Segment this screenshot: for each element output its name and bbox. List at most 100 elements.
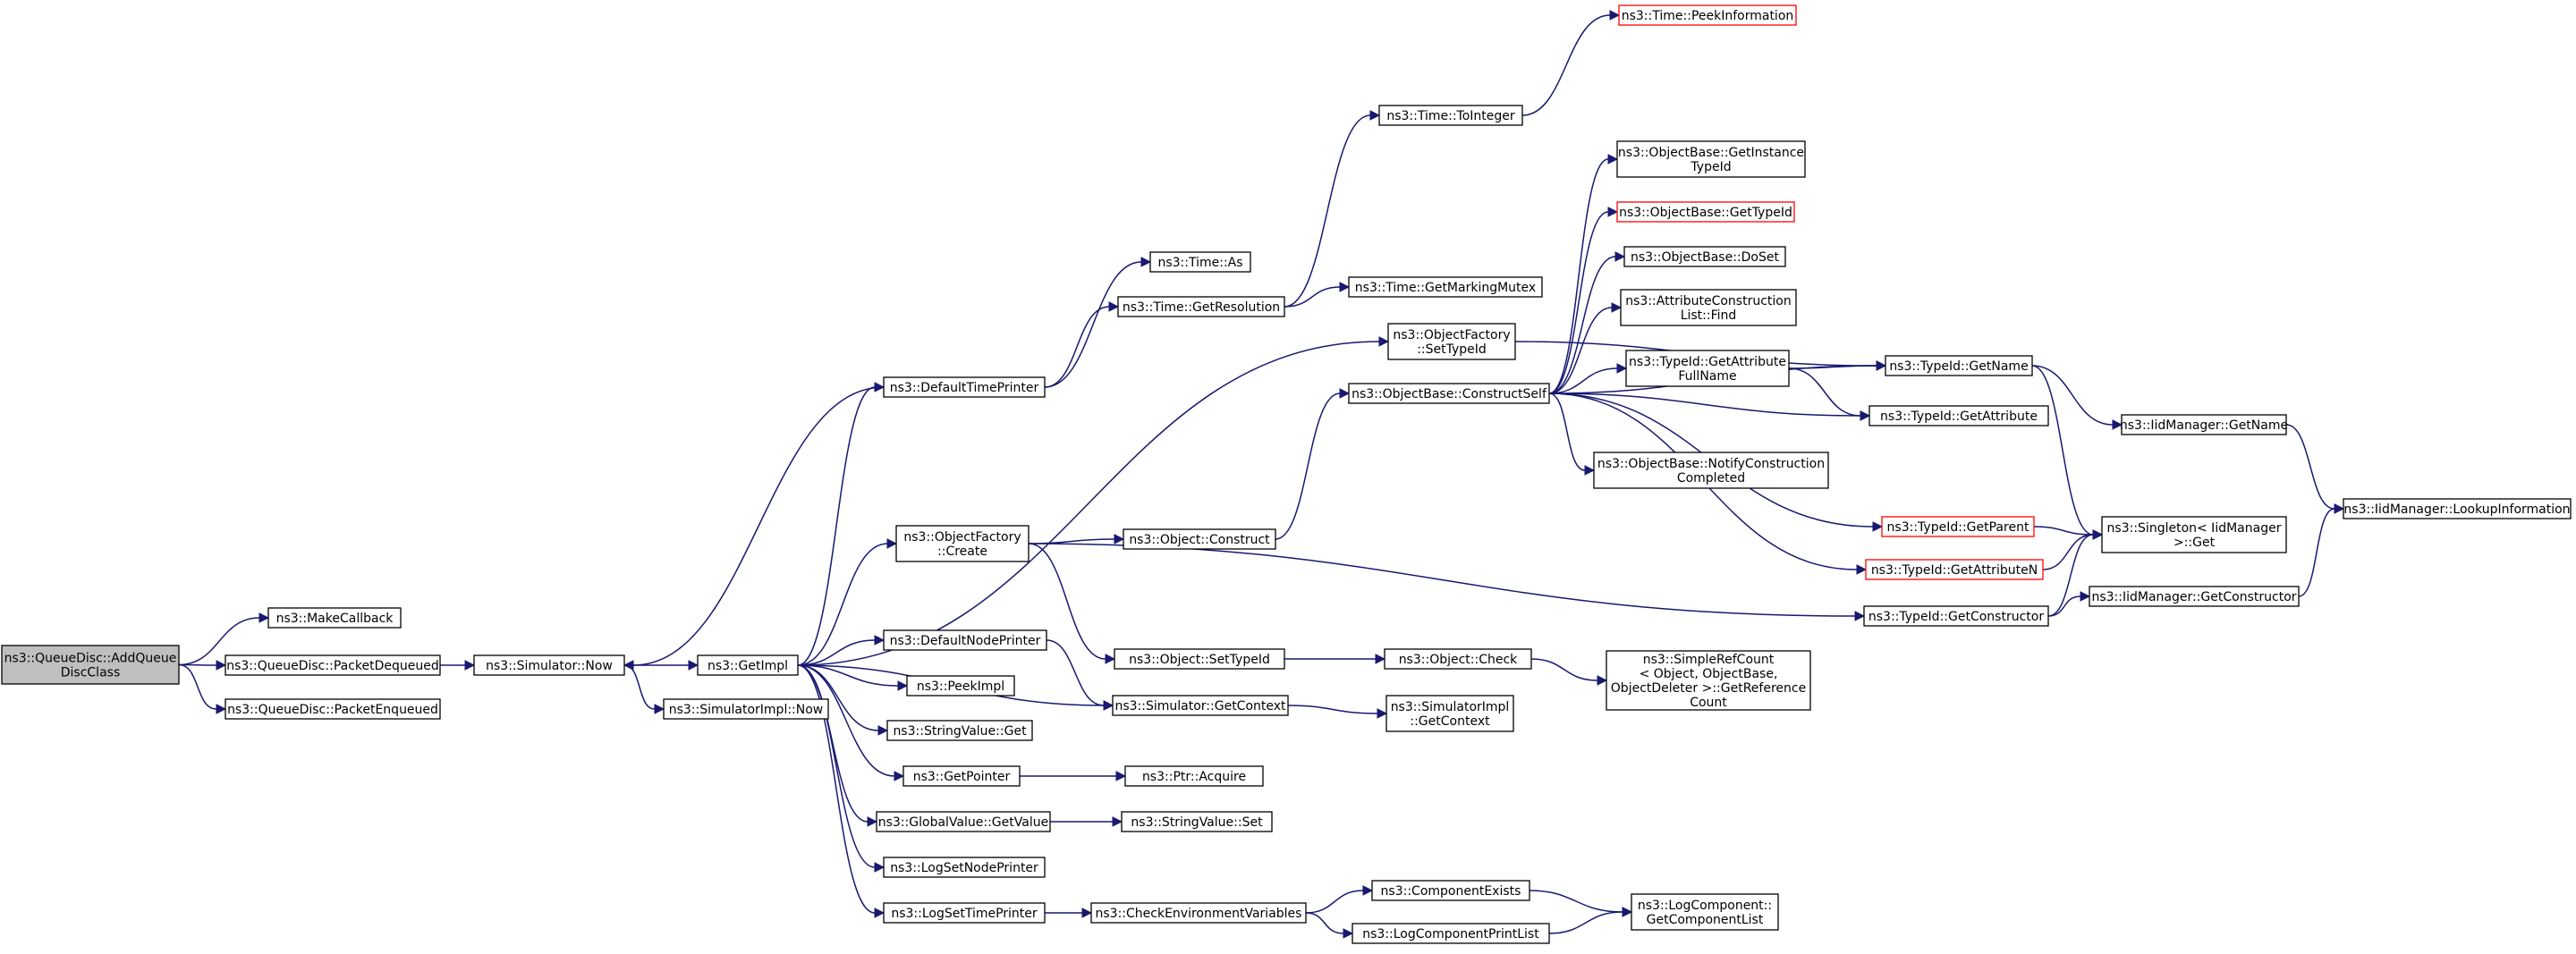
- edge-defaultnodeprinter-to-simgetcontext: [1046, 639, 1114, 711]
- node-notifyconstruction[interactable]: ns3::ObjectBase::NotifyConstructionCompl…: [1593, 452, 1829, 489]
- edge-constructself-to-getattrfullname: [1548, 363, 1628, 394]
- node-label: ns3::Object::SetTypeId: [1129, 653, 1270, 667]
- edge-ofcreate-to-typeidgetconstructor: [1028, 543, 1866, 621]
- node-typeidgetattributen[interactable]: ns3::TypeId::GetAttributeN: [1865, 559, 2044, 580]
- edge-logsettimeprinter-to-checkenv: [1045, 908, 1093, 918]
- node-label: ns3::Time::GetResolution: [1123, 300, 1280, 315]
- node-globalvalueget[interactable]: ns3::GlobalValue::GetValue: [876, 811, 1051, 832]
- node-label: GetComponentList: [1647, 913, 1764, 927]
- node-peekimpl[interactable]: ns3::PeekImpl: [906, 675, 1015, 697]
- node-simgetcontext[interactable]: ns3::Simulator::GetContext: [1112, 695, 1289, 716]
- node-typeidgetparent[interactable]: ns3::TypeId::GetParent: [1881, 516, 2035, 537]
- node-timeas[interactable]: ns3::Time::As: [1149, 251, 1251, 273]
- node-packetdequeued[interactable]: ns3::QueueDisc::PacketDequeued: [225, 654, 441, 676]
- node-label: ns3::Simulator::GetContext: [1114, 699, 1286, 713]
- node-defaultnodeprinter[interactable]: ns3::DefaultNodePrinter: [883, 629, 1047, 651]
- node-label: ns3::ObjectFactory: [903, 530, 1021, 545]
- node-label: ns3::DefaultTimePrinter: [890, 381, 1039, 395]
- node-stringvalueset[interactable]: ns3::StringValue::Set: [1121, 811, 1273, 832]
- node-label: ns3::Time::GetMarkingMutex: [1355, 281, 1536, 295]
- edge-getimpl-to-globalvalueget: [797, 664, 878, 827]
- node-stringvalueget[interactable]: ns3::StringValue::Get: [886, 720, 1033, 741]
- node-checkenv[interactable]: ns3::CheckEnvironmentVariables: [1090, 902, 1307, 924]
- node-label: >::Get: [2174, 536, 2216, 550]
- edge-objectsettypeid-to-objectcheck: [1284, 654, 1386, 664]
- node-label: ns3::AttributeConstruction: [1625, 294, 1791, 308]
- node-label: ns3::TypeId::GetName: [1889, 359, 2028, 374]
- node-componentexists[interactable]: ns3::ComponentExists: [1371, 880, 1530, 901]
- call-edges: [178, 10, 2345, 939]
- node-label: ::SetTypeId: [1417, 342, 1487, 357]
- node-logsetnodeprinter[interactable]: ns3::LogSetNodePrinter: [883, 857, 1046, 878]
- node-label: ns3::TypeId::GetAttribute: [1880, 409, 2038, 424]
- edge-checkenv-to-logcompprintlist: [1305, 912, 1354, 939]
- edge-typeidgetconstructor-to-singletonget: [2047, 529, 2104, 617]
- edge-defaulttimeprinter-to-timeas: [1044, 257, 1152, 388]
- node-ptracquire[interactable]: ns3::Ptr::Acquire: [1124, 765, 1264, 787]
- node-label: Completed: [1677, 471, 1745, 485]
- node-packetenqueued[interactable]: ns3::QueueDisc::PacketEnqueued: [225, 698, 441, 720]
- edge-getattrfullname-to-typeidgetattribute: [1788, 367, 1871, 421]
- node-label: ns3::QueueDisc::PacketDequeued: [226, 659, 439, 673]
- node-ofcreate[interactable]: ns3::ObjectFactory::Create: [895, 525, 1030, 562]
- node-label: ns3::LogComponentPrintList: [1362, 927, 1539, 941]
- node-peekinformation[interactable]: ns3::Time::PeekInformation: [1618, 4, 1797, 26]
- node-objectsettypeid[interactable]: ns3::Object::SetTypeId: [1114, 648, 1285, 670]
- node-getpointer[interactable]: ns3::GetPointer: [902, 765, 1021, 787]
- node-getimpl[interactable]: ns3::GetImpl: [697, 654, 799, 676]
- node-now[interactable]: ns3::Simulator::Now: [473, 654, 625, 676]
- node-typeidgetconstructor[interactable]: ns3::TypeId::GetConstructor: [1863, 605, 2049, 627]
- node-lookupinformation[interactable]: ns3::IidManager::LookupInformation: [2343, 498, 2572, 519]
- node-typeidgetattribute[interactable]: ns3::TypeId::GetAttribute: [1868, 405, 2049, 426]
- node-label: ns3::CheckEnvironmentVariables: [1096, 907, 1302, 921]
- node-label: ns3::ObjectBase::ConstructSelf: [1352, 387, 1547, 401]
- node-defaulttimeprinter[interactable]: ns3::DefaultTimePrinter: [883, 376, 1046, 398]
- node-getmarkingmutex[interactable]: ns3::Time::GetMarkingMutex: [1348, 276, 1543, 298]
- node-label: ns3::ObjectFactory: [1393, 328, 1510, 342]
- node-obgettypeid[interactable]: ns3::ObjectBase::GetTypeId: [1616, 201, 1795, 223]
- edge-root-to-makecallback: [178, 612, 270, 666]
- node-iidgetname[interactable]: ns3::IidManager::GetName: [2120, 414, 2288, 435]
- node-objectcheck[interactable]: ns3::Object::Check: [1384, 648, 1532, 670]
- node-label: ns3::TypeId::GetAttribute: [1629, 355, 1786, 369]
- node-typeidgetname[interactable]: ns3::TypeId::GetName: [1885, 355, 2033, 376]
- node-getresolution[interactable]: ns3::Time::GetResolution: [1117, 296, 1285, 317]
- node-objectconstruct[interactable]: ns3::Object::Construct: [1123, 528, 1276, 550]
- node-label: ObjectDeleter >::GetReference: [1611, 681, 1806, 696]
- node-label: ns3::IidManager::LookupInformation: [2343, 502, 2570, 517]
- node-label: ns3::LogComponent::: [1638, 899, 1772, 913]
- edge-constructself-to-typeidgetattribute: [1548, 393, 1871, 421]
- node-simplerefcount[interactable]: ns3::SimpleRefCount< Object, ObjectBase,…: [1606, 650, 1811, 711]
- node-label: DiscClass: [61, 666, 121, 680]
- node-logcompgetlist[interactable]: ns3::LogComponent::GetComponentList: [1631, 893, 1779, 931]
- node-simimplnow[interactable]: ns3::SimulatorImpl::Now: [663, 698, 829, 720]
- node-simimplgetcontext[interactable]: ns3::SimulatorImpl::GetContext: [1385, 695, 1514, 732]
- edge-getimpl-to-defaulttimeprinter: [797, 382, 886, 666]
- node-label: ns3::Object::Check: [1399, 653, 1518, 667]
- node-label: ns3::Time::As: [1157, 256, 1242, 270]
- edge-tointeger-to-peekinformation: [1521, 10, 1621, 116]
- edge-root-to-packetenqueued: [178, 663, 227, 714]
- node-makecallback[interactable]: ns3::MakeCallback: [267, 607, 402, 629]
- edge-constructself-to-obgettypeid: [1548, 207, 1619, 394]
- node-label: ns3::QueueDisc::PacketEnqueued: [227, 703, 438, 717]
- node-label: ns3::Object::Construct: [1129, 533, 1270, 547]
- node-constructself[interactable]: ns3::ObjectBase::ConstructSelf: [1348, 383, 1550, 404]
- node-label: ns3::LogSetNodePrinter: [890, 861, 1038, 875]
- node-iidgetconstructor[interactable]: ns3::IidManager::GetConstructor: [2089, 586, 2300, 607]
- edge-root-to-packetdequeued: [178, 660, 227, 671]
- node-label: ns3::Time::PeekInformation: [1622, 9, 1794, 23]
- node-logcompprintlist[interactable]: ns3::LogComponentPrintList: [1352, 923, 1550, 944]
- node-singletonget[interactable]: ns3::Singleton< IidManager>::Get: [2101, 516, 2287, 553]
- edge-iidgetconstructor-to-lookupinformation: [2298, 503, 2345, 597]
- node-label: ns3::LogSetTimePrinter: [891, 907, 1038, 921]
- node-logsettimeprinter[interactable]: ns3::LogSetTimePrinter: [883, 902, 1046, 924]
- node-label: ns3::Singleton< IidManager: [2107, 521, 2282, 536]
- node-dosset[interactable]: ns3::ObjectBase::DoSet: [1623, 246, 1786, 267]
- node-ofsettypeid[interactable]: ns3::ObjectFactory::SetTypeId: [1387, 323, 1516, 360]
- edge-objectcheck-to-simplerefcount: [1530, 658, 1608, 686]
- node-tointeger[interactable]: ns3::Time::ToInteger: [1378, 105, 1523, 126]
